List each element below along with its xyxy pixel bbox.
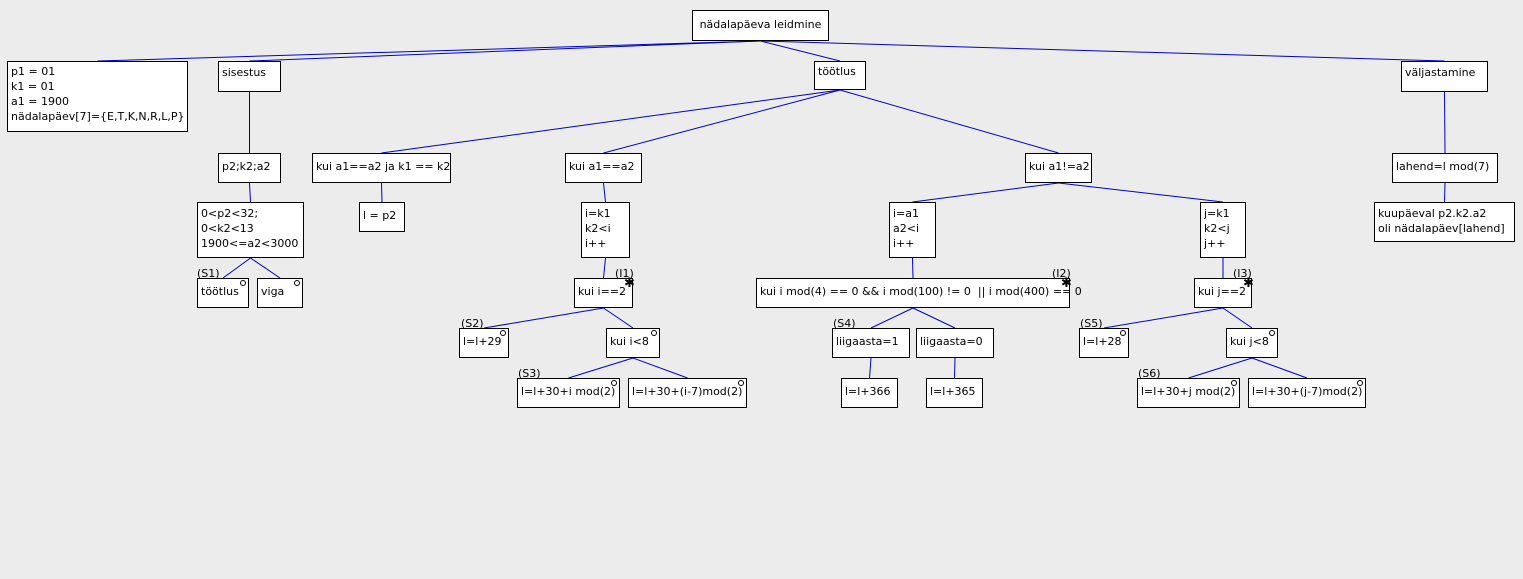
node-case-same-date[interactable]: kui a1==a2 ja k1 == k2 xyxy=(312,153,451,183)
node-l-30-i7-mod2[interactable]: l=l+30+(i-7)mod(2) xyxy=(628,378,747,408)
label-s3: (S3) xyxy=(518,367,541,380)
selection-circle-icon xyxy=(294,280,300,286)
edge-ieq2-to-l29 xyxy=(483,307,604,329)
edge-valja-to-lahend xyxy=(1444,91,1446,154)
node-init-values[interactable]: p1 = 01 k1 = 01 a1 = 1900 nädalapäev[7]=… xyxy=(7,61,188,132)
node-input-vars[interactable]: p2;k2;a2 xyxy=(218,153,281,183)
label-i1: (I1) xyxy=(615,267,634,280)
selection-circle-icon xyxy=(500,330,506,336)
edge-tootlus-to-diffyear xyxy=(839,89,1059,154)
node-sisestus[interactable]: sisestus xyxy=(218,61,281,92)
edge-loop2-to-leap xyxy=(912,257,914,279)
edge-leap-to-leapno xyxy=(912,307,956,329)
edge-tootlus-to-sameyear xyxy=(603,89,841,154)
edge-leap-to-leapyes xyxy=(870,307,914,329)
node-l-eq-p2[interactable]: l = p2 xyxy=(359,202,405,232)
node-l-plus-366[interactable]: l=l+366 xyxy=(841,378,898,408)
edge-diffyear-to-loop3 xyxy=(1058,182,1224,203)
label-s4: (S4) xyxy=(833,317,856,330)
label-i2: (I2) xyxy=(1052,267,1071,280)
edge-root-to-sisestus xyxy=(249,40,761,62)
edge-jlt8-to-l30j7 xyxy=(1251,357,1308,379)
edge-ilt8-to-l30i7 xyxy=(632,357,688,379)
edge-jeq2-to-jlt8 xyxy=(1222,307,1253,329)
label-s2: (S2) xyxy=(461,317,484,330)
edge-root-to-tootlus xyxy=(760,40,841,62)
selection-circle-icon xyxy=(1357,380,1363,386)
edge-ieq2-to-ilt8 xyxy=(603,307,634,329)
node-l-plus-365[interactable]: l=l+365 xyxy=(926,378,983,408)
selection-circle-icon xyxy=(1231,380,1237,386)
node-l-plus-28[interactable]: l=l+28 xyxy=(1079,328,1129,358)
edge-leapyes-to-l366 xyxy=(869,357,872,379)
edge-inputvars-to-check xyxy=(249,182,251,203)
edge-lahend-to-result xyxy=(1444,182,1446,203)
edge-check-to-s1ok xyxy=(222,257,251,279)
selection-circle-icon xyxy=(611,380,617,386)
node-l-30-j7-mod2[interactable]: l=l+30+(j-7)mod(2) xyxy=(1248,378,1366,408)
edge-diffyear-to-loop2 xyxy=(912,182,1059,203)
edge-loop1-to-ieq2 xyxy=(603,257,606,279)
node-loop1-init[interactable]: i=k1 k2<i i++ xyxy=(581,202,630,258)
node-case-diff-year[interactable]: kui a1!=a2 xyxy=(1025,153,1092,183)
edge-tootlus-to-samedate xyxy=(381,89,841,154)
selection-circle-icon xyxy=(1120,330,1126,336)
selection-circle-icon xyxy=(240,280,246,286)
node-s1-tootlus[interactable]: töötlus xyxy=(197,278,249,308)
node-leap-yes[interactable]: liigaasta=1 xyxy=(832,328,910,358)
iteration-star-icon: ✱ xyxy=(1061,276,1072,291)
edge-check-to-s1err xyxy=(250,257,281,279)
edge-ilt8-to-l30i xyxy=(568,357,634,379)
selection-circle-icon xyxy=(738,380,744,386)
node-result-output[interactable]: kuupäeval p2.k2.a2 oli nädalapäev[lahend… xyxy=(1374,202,1515,242)
label-s5: (S5) xyxy=(1080,317,1103,330)
edge-root-to-init xyxy=(97,40,761,62)
node-loop3-init[interactable]: j=k1 k2<j j++ xyxy=(1200,202,1246,258)
node-cond-j-eq-2[interactable]: kui j==2 xyxy=(1194,278,1252,308)
node-loop2-init[interactable]: i=a1 a2<i i++ xyxy=(889,202,936,258)
iteration-star-icon: ✱ xyxy=(624,276,635,291)
edge-root-to-valja xyxy=(760,40,1445,62)
node-tootlus[interactable]: töötlus xyxy=(814,61,866,90)
node-l-30-i-mod2[interactable]: l=l+30+i mod(2) xyxy=(517,378,620,408)
selection-circle-icon xyxy=(1269,330,1275,336)
label-s6: (S6) xyxy=(1138,367,1161,380)
node-cond-i-eq-2[interactable]: kui i==2 xyxy=(574,278,633,308)
node-root[interactable]: nädalapäeva leidmine xyxy=(692,10,829,41)
node-input-check[interactable]: 0<p2<32; 0<k2<13 1900<=a2<3000 xyxy=(197,202,304,258)
edge-jlt8-to-l30j xyxy=(1188,357,1253,379)
edge-leapno-to-l365 xyxy=(954,357,956,379)
node-leap-year-cond[interactable]: kui i mod(4) == 0 && i mod(100) != 0 || … xyxy=(756,278,1082,308)
iteration-star-icon: ✱ xyxy=(1243,276,1254,291)
node-leap-no[interactable]: liigaasta=0 xyxy=(916,328,994,358)
selection-circle-icon xyxy=(651,330,657,336)
node-l-plus-29[interactable]: l=l+29 xyxy=(459,328,509,358)
edge-samedate-to-lp2 xyxy=(381,182,383,203)
label-i3: (I3) xyxy=(1233,267,1252,280)
edge-jeq2-to-l28 xyxy=(1103,307,1224,329)
label-s1: (S1) xyxy=(197,267,220,280)
node-lahend[interactable]: lahend=l mod(7) xyxy=(1392,153,1498,183)
edge-sameyear-to-loop1 xyxy=(603,182,606,203)
node-valjastamine[interactable]: väljastamine xyxy=(1401,61,1488,92)
node-case-same-year[interactable]: kui a1==a2 xyxy=(565,153,642,183)
node-l-30-j-mod2[interactable]: l=l+30+j mod(2) xyxy=(1137,378,1240,408)
